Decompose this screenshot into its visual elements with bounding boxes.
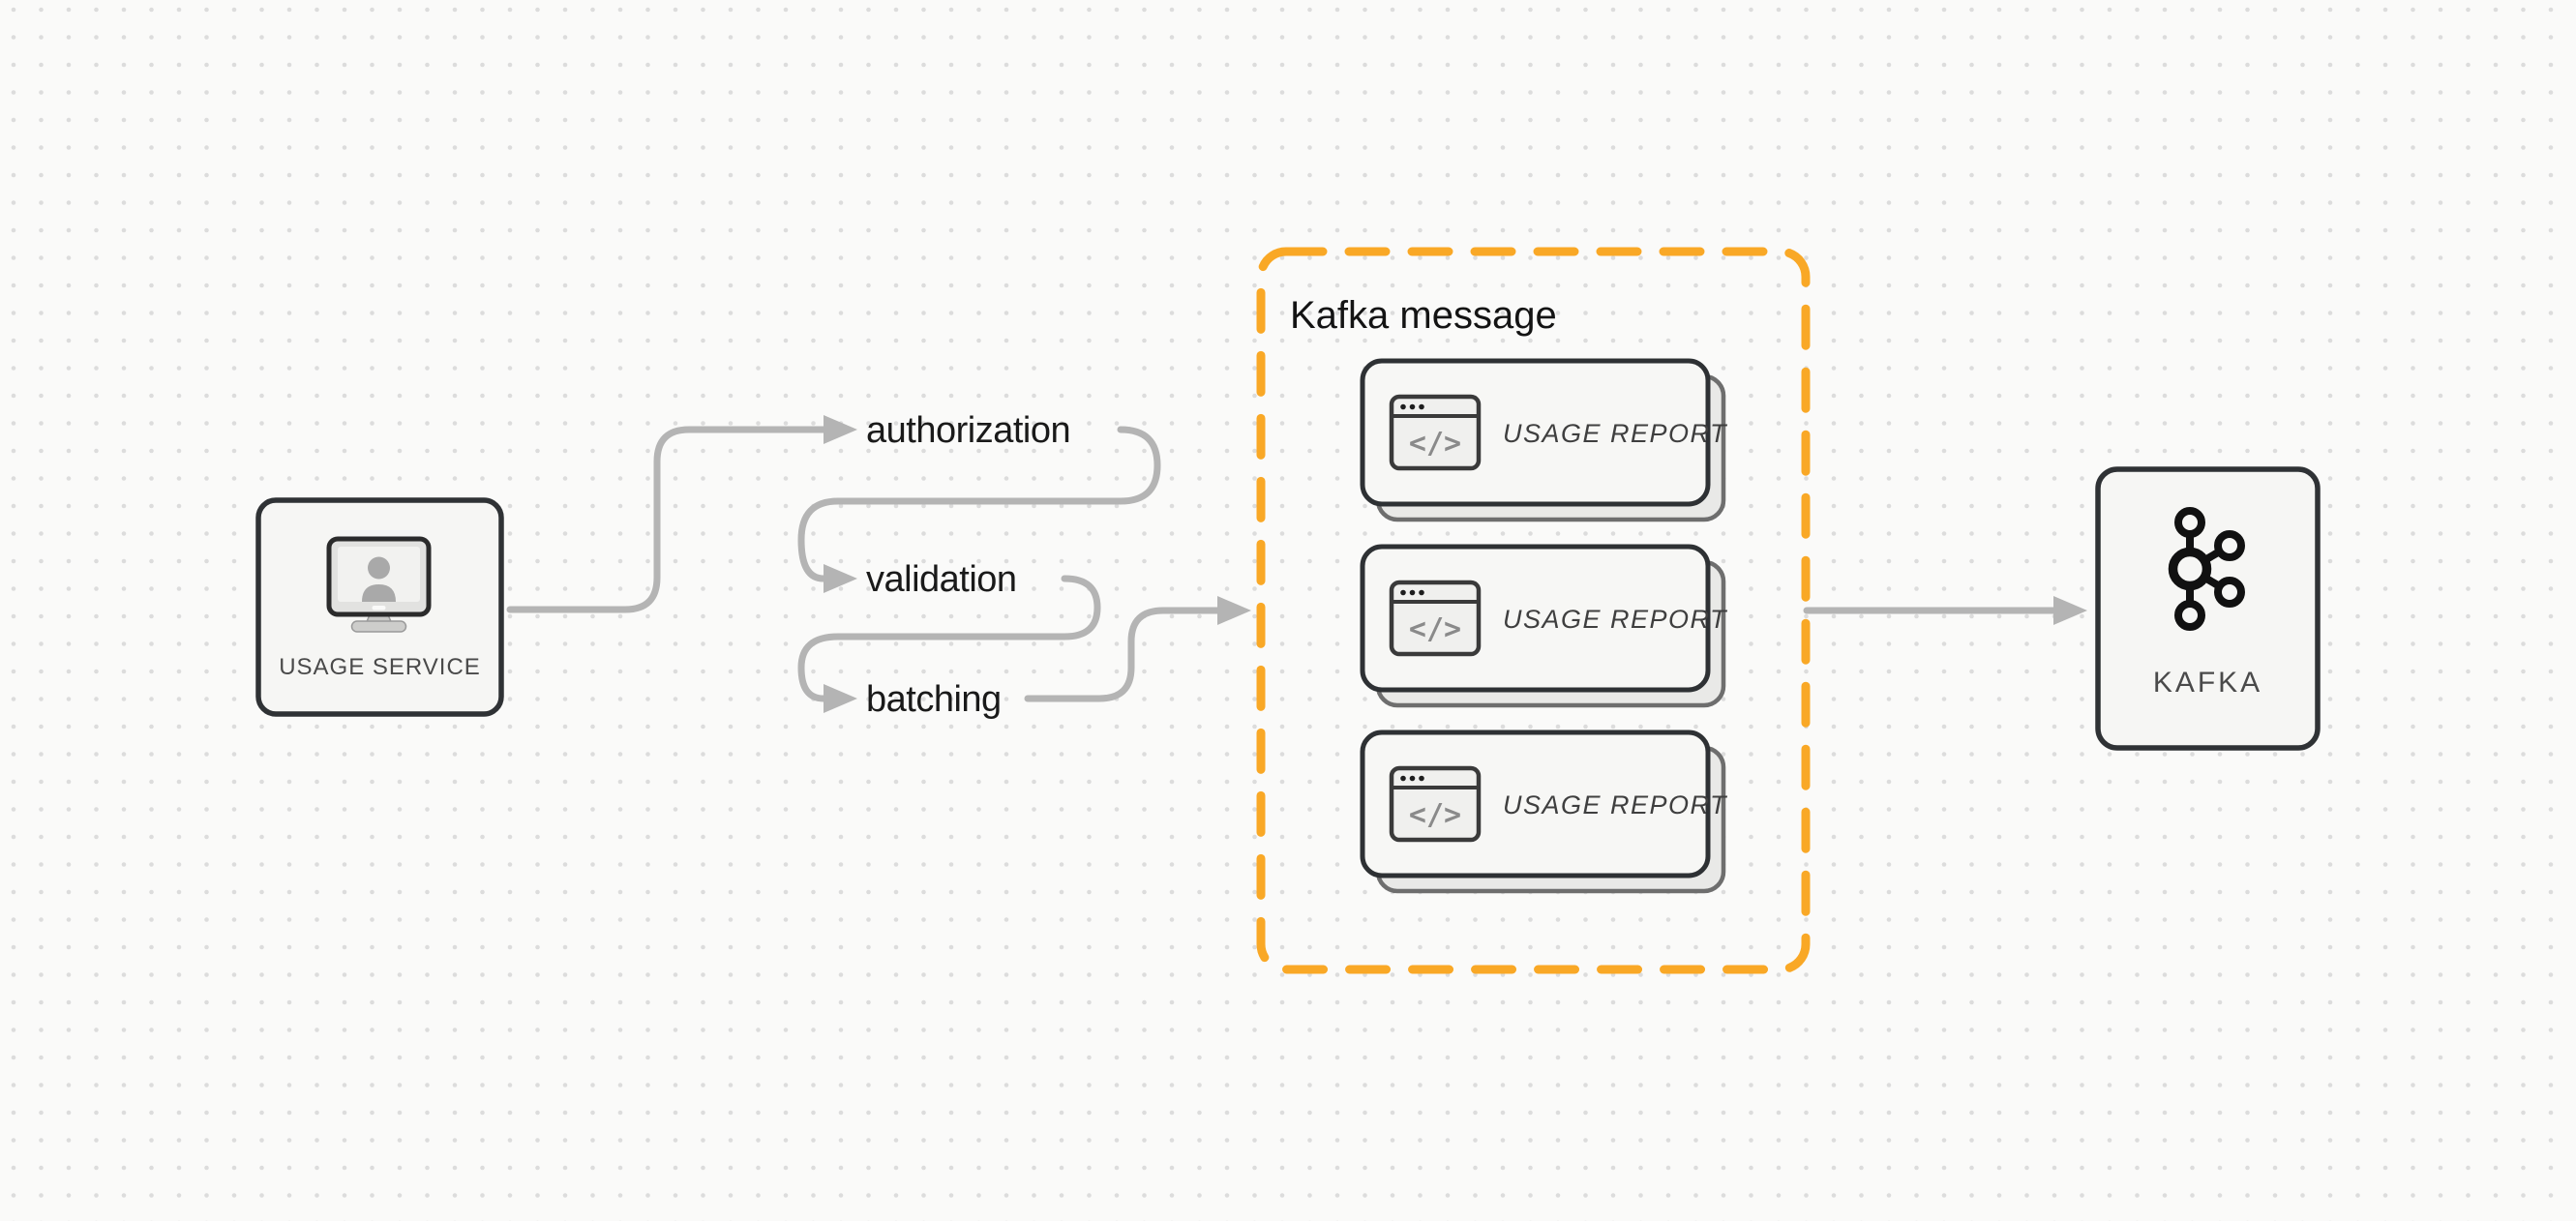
kafka-node: KAFKA	[2095, 466, 2321, 751]
kafka-label: KAFKA	[2153, 667, 2262, 699]
svg-text:</>: </>	[1409, 798, 1461, 832]
usage-service-node: USAGE SERVICE	[255, 497, 504, 717]
arrow-usage-to-authorization	[506, 415, 857, 613]
code-window-icon: </>	[1389, 394, 1482, 471]
arrow-authorization-to-validation	[797, 426, 1161, 593]
kafka-message-title: Kafka message	[1290, 294, 1557, 337]
arrow-validation-to-batching	[797, 575, 1101, 713]
kafka-logo-icon	[2168, 507, 2245, 631]
kafka-box	[2095, 466, 2321, 751]
pipeline-step-batching: batching	[866, 679, 1002, 720]
pipeline-step-authorization: authorization	[866, 410, 1070, 451]
usage-report-card: </> USAGE REPORT	[1360, 358, 1728, 522]
usage-report-label: USAGE REPORT	[1503, 605, 1728, 634]
code-window-icon: </>	[1389, 765, 1482, 843]
kafka-message-dashed-border	[1256, 247, 1811, 974]
code-window-icon: </>	[1389, 580, 1482, 657]
svg-text:</>: </>	[1409, 427, 1461, 461]
svg-text:</>: </>	[1409, 612, 1461, 646]
usage-report-card: </> USAGE REPORT	[1360, 544, 1728, 708]
usage-service-label: USAGE SERVICE	[279, 654, 481, 680]
connectors	[506, 415, 2087, 713]
usage-report-label: USAGE REPORT	[1503, 419, 1728, 448]
usage-report-card: </> USAGE REPORT	[1360, 730, 1728, 894]
arrow-batching-to-kafka-message	[1024, 596, 1251, 702]
monitor-user-icon	[326, 536, 432, 633]
pipeline-step-validation: validation	[866, 559, 1017, 600]
usage-report-label: USAGE REPORT	[1503, 790, 1728, 819]
kafka-message-group: Kafka message </> USAGE REPORT	[1256, 247, 1811, 974]
